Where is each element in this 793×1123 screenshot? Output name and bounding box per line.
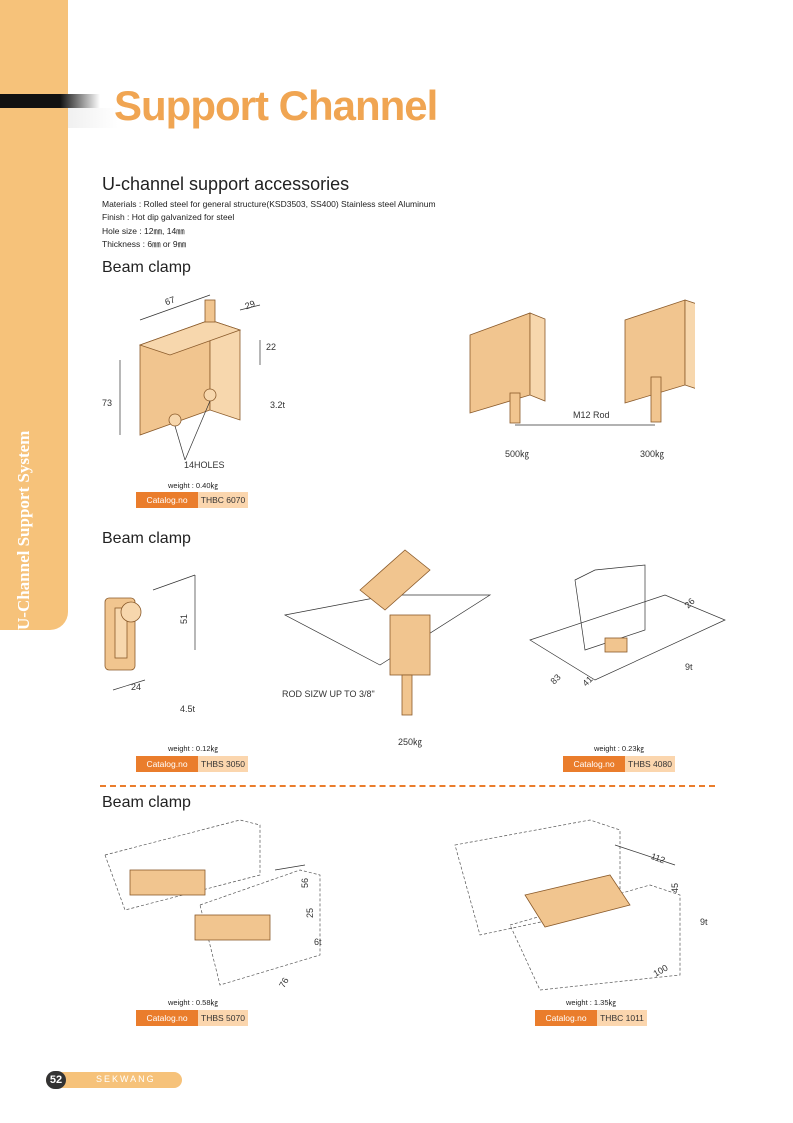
title-accent-bar: [0, 94, 100, 108]
dim-label: 22: [266, 342, 276, 352]
catalog-number: THBC 1011: [597, 1010, 647, 1026]
dim-label: 14HOLES: [184, 460, 225, 470]
catalog-label: Catalog.no: [136, 756, 198, 772]
rod-note: ROD SIZW UP TO 3/8": [282, 689, 375, 699]
dim-label: 4.5t: [180, 704, 196, 714]
beam-clamp-diagram-5: 56 25 6t 76: [104, 819, 322, 990]
dim-label: 51: [179, 614, 189, 624]
dim-label: 3.2t: [270, 400, 286, 410]
beam-clamp-diagram-1: 67 29 22 73 3.2t 14HOLES: [102, 294, 286, 470]
dim-label: 45: [670, 883, 680, 893]
weight-text: weight : 0.23㎏: [594, 744, 645, 753]
dim-label: 73: [102, 398, 112, 408]
weight-text: weight : 0.12㎏: [168, 744, 219, 753]
catalog-badge: Catalog.no THBC 6070: [136, 492, 248, 508]
rod-label: M12 Rod: [573, 410, 610, 420]
catalog-number: THBC 6070: [198, 492, 248, 508]
catalog-label: Catalog.no: [535, 1010, 597, 1026]
beam-clamp-diagram-2: 51 24 4.5t: [104, 574, 196, 714]
catalog-number: THBS 5070: [198, 1010, 248, 1026]
footer-bar: [46, 1072, 182, 1088]
beam-clamp-diagram-4: 26 9t 83 41: [529, 564, 726, 688]
weight-text: weight : 1.35㎏: [566, 998, 617, 1007]
dim-label: 26: [683, 596, 697, 610]
dim-label: 76: [277, 976, 291, 990]
catalog-badge: Catalog.no THBS 3050: [136, 756, 248, 772]
catalog-badge: Catalog.no THBS 4080: [563, 756, 675, 772]
catalog-label: Catalog.no: [136, 1010, 198, 1026]
footer-brand: SEKWANG: [96, 1074, 156, 1084]
dim-label: 9t: [700, 917, 708, 927]
load-label: 300㎏: [640, 449, 664, 460]
catalog-label: Catalog.no: [136, 492, 198, 508]
title-accent-shade: [68, 108, 118, 128]
beam-clamp-diagram-6: 112 45 9t 100: [454, 819, 708, 991]
catalog-badge: Catalog.no THBC 1011: [535, 1010, 647, 1026]
section-divider: [100, 785, 715, 787]
page-number: 52: [46, 1071, 66, 1089]
dim-label: 9t: [685, 662, 693, 672]
section-title-2: Beam clamp: [102, 530, 191, 547]
section-title-3: Beam clamp: [102, 794, 191, 811]
dim-label: 67: [164, 294, 177, 307]
section-title-1: Beam clamp: [102, 259, 191, 276]
catalog-badge: Catalog.no THBS 5070: [136, 1010, 248, 1026]
weight-text: weight : 0.58㎏: [168, 998, 219, 1007]
dim-label: 41: [581, 674, 595, 688]
finish-text: Finish : Hot dip galvanized for steel: [102, 212, 235, 222]
catalog-label: Catalog.no: [563, 756, 625, 772]
beam-clamp-diagram-3: ROD SIZW UP TO 3/8" 250㎏: [282, 549, 492, 748]
catalog-number: THBS 4080: [625, 756, 675, 772]
dim-label: 112: [650, 851, 667, 865]
hole-size-text: Hole size : 12㎜, 14㎜: [102, 226, 185, 236]
load-label: 500㎏: [505, 449, 529, 460]
page-title: Support Channel: [114, 82, 438, 129]
dim-label: 29: [244, 298, 257, 311]
dim-label: 24: [131, 682, 141, 692]
sidebar-label: U-Channel Support System: [14, 430, 33, 630]
dim-label: 56: [300, 878, 310, 888]
beam-clamp-load-diagram: M12 Rod 500㎏ 300㎏: [469, 299, 695, 460]
dim-label: 83: [549, 672, 563, 686]
materials-text: Materials : Rolled steel for general str…: [102, 199, 436, 209]
dim-label: 25: [305, 908, 315, 918]
weight-text: weight : 0.40㎏: [168, 481, 219, 490]
section-heading: U-channel support accessories: [102, 174, 350, 194]
dim-label: 6t: [314, 937, 322, 947]
thickness-text: Thickness : 6㎜ or 9㎜: [102, 239, 187, 249]
load-label: 250㎏: [398, 737, 422, 748]
catalog-number: THBS 3050: [198, 756, 248, 772]
